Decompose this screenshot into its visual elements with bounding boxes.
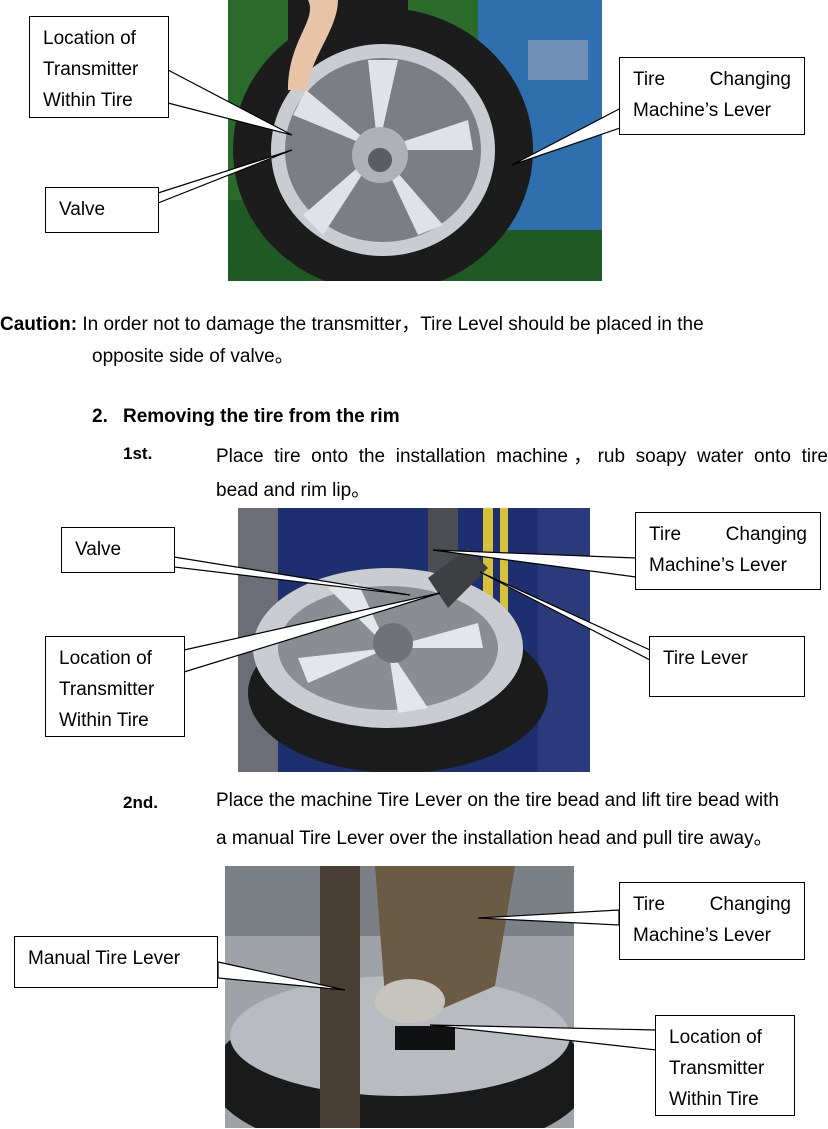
leader-mid-transmitter (183, 592, 441, 673)
callout-line: Transmitter (43, 59, 139, 80)
callout-line: Manual Tire Lever (28, 948, 181, 969)
leader-mid-tire-lever (479, 571, 651, 661)
caution-line-1: Caution: In order not to damage the tran… (0, 309, 704, 336)
leader-bot-machine-lever (477, 909, 620, 926)
callout-line: Tire Changing (649, 524, 807, 545)
wheel-photo-middle-image (238, 508, 590, 772)
caution-label: Caution: (0, 314, 78, 335)
callout-bot-machine-lever: Tire Changing Machine’s Lever (619, 882, 805, 960)
step-1-label: 1st. (123, 444, 153, 463)
leader-mid-machine-lever (432, 549, 637, 578)
callout-line: Transmitter (59, 679, 155, 700)
callout-line: Machine’s Lever (649, 555, 788, 576)
section-number: 2. (92, 406, 108, 427)
step-1-line-2: bead and rim lip。 (216, 480, 371, 501)
callout-line: Machine’s Lever (633, 925, 772, 946)
callout-line: Within Tire (59, 710, 149, 731)
callout-line: Valve (59, 199, 106, 220)
callout-mid-machine-lever: Tire Changing Machine’s Lever (635, 512, 821, 590)
wheel-photo-top-image (228, 0, 602, 281)
leader-mid-valve (173, 556, 411, 596)
callout-line: Location of (43, 28, 136, 49)
callout-line: Location of (669, 1027, 762, 1048)
callout-line: Within Tire (669, 1089, 759, 1110)
callout-bot-transmitter: Location of Transmitter Within Tire (655, 1015, 795, 1116)
callout-top-valve: Valve (45, 187, 159, 233)
callout-top-transmitter: Location of Transmitter Within Tire (29, 16, 169, 118)
leader-bot-transmitter (429, 1024, 657, 1051)
leader-top-valve (157, 149, 293, 204)
wheel-photo-middle (238, 508, 590, 772)
callout-line: Transmitter (669, 1058, 765, 1079)
caution-line-2: opposite side of valve。 (92, 346, 294, 367)
callout-line: Tire Changing (633, 69, 791, 90)
callout-top-machine-lever: Tire Changing Machine’s Lever (619, 57, 805, 135)
callout-line: Machine’s Lever (633, 100, 772, 121)
callout-line: Tire Changing (633, 894, 791, 915)
wheel-photo-bottom (225, 866, 574, 1128)
leader-bot-manual-lever (217, 961, 346, 991)
callout-line: Location of (59, 648, 152, 669)
step-1-line-1: Place tire onto the installation machine… (216, 446, 828, 467)
callout-line: Tire Lever (663, 648, 748, 669)
callout-line: Within Tire (43, 90, 133, 111)
callout-bot-manual-lever: Manual Tire Lever (14, 936, 218, 988)
callout-mid-transmitter: Location of Transmitter Within Tire (45, 636, 185, 737)
step-2-line-1: Place the machine Tire Lever on the tire… (216, 790, 779, 811)
caution-text: In order not to damage the transmitter，T… (77, 314, 704, 335)
step-2-label: 2nd. (123, 793, 158, 812)
callout-mid-valve: Valve (61, 527, 175, 573)
step-2-line-2: a manual Tire Lever over the installatio… (216, 828, 773, 849)
wheel-photo-top (228, 0, 602, 281)
section-title: Removing the tire from the rim (123, 406, 400, 427)
callout-line: Valve (75, 539, 122, 560)
leader-top-machine-lever (511, 106, 624, 166)
callout-mid-tire-lever: Tire Lever (649, 636, 805, 697)
leader-top-transmitter (167, 69, 293, 136)
wheel-photo-bottom-image (225, 866, 574, 1128)
